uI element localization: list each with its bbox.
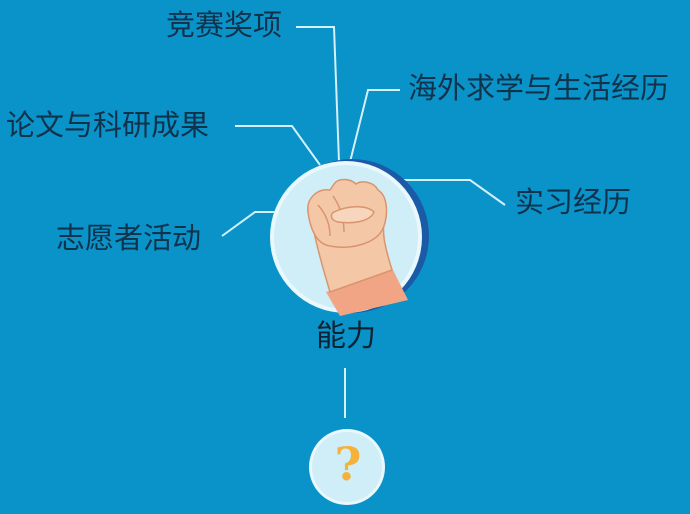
branch-label-volunteer: 志愿者活动 — [56, 221, 202, 255]
branch-label-papers: 论文与科研成果 — [6, 108, 210, 142]
line-overseas — [349, 89, 400, 163]
line-competition — [296, 26, 340, 163]
question-circle — [312, 432, 382, 502]
line-internship — [397, 179, 506, 206]
branch-label-internship: 实习经历 — [515, 185, 632, 219]
center-node — [270, 159, 429, 316]
line-papers — [235, 125, 321, 166]
connector-lines — [221, 26, 506, 418]
line-volunteer — [221, 211, 278, 237]
question-node — [309, 429, 385, 505]
fist-icon — [307, 178, 408, 316]
center-label: 能力 — [316, 319, 376, 354]
branch-label-competition: 竞赛奖项 — [166, 8, 283, 42]
branch-label-overseas: 海外求学与生活经历 — [408, 71, 670, 105]
question-mark-icon: ? — [334, 437, 362, 491]
